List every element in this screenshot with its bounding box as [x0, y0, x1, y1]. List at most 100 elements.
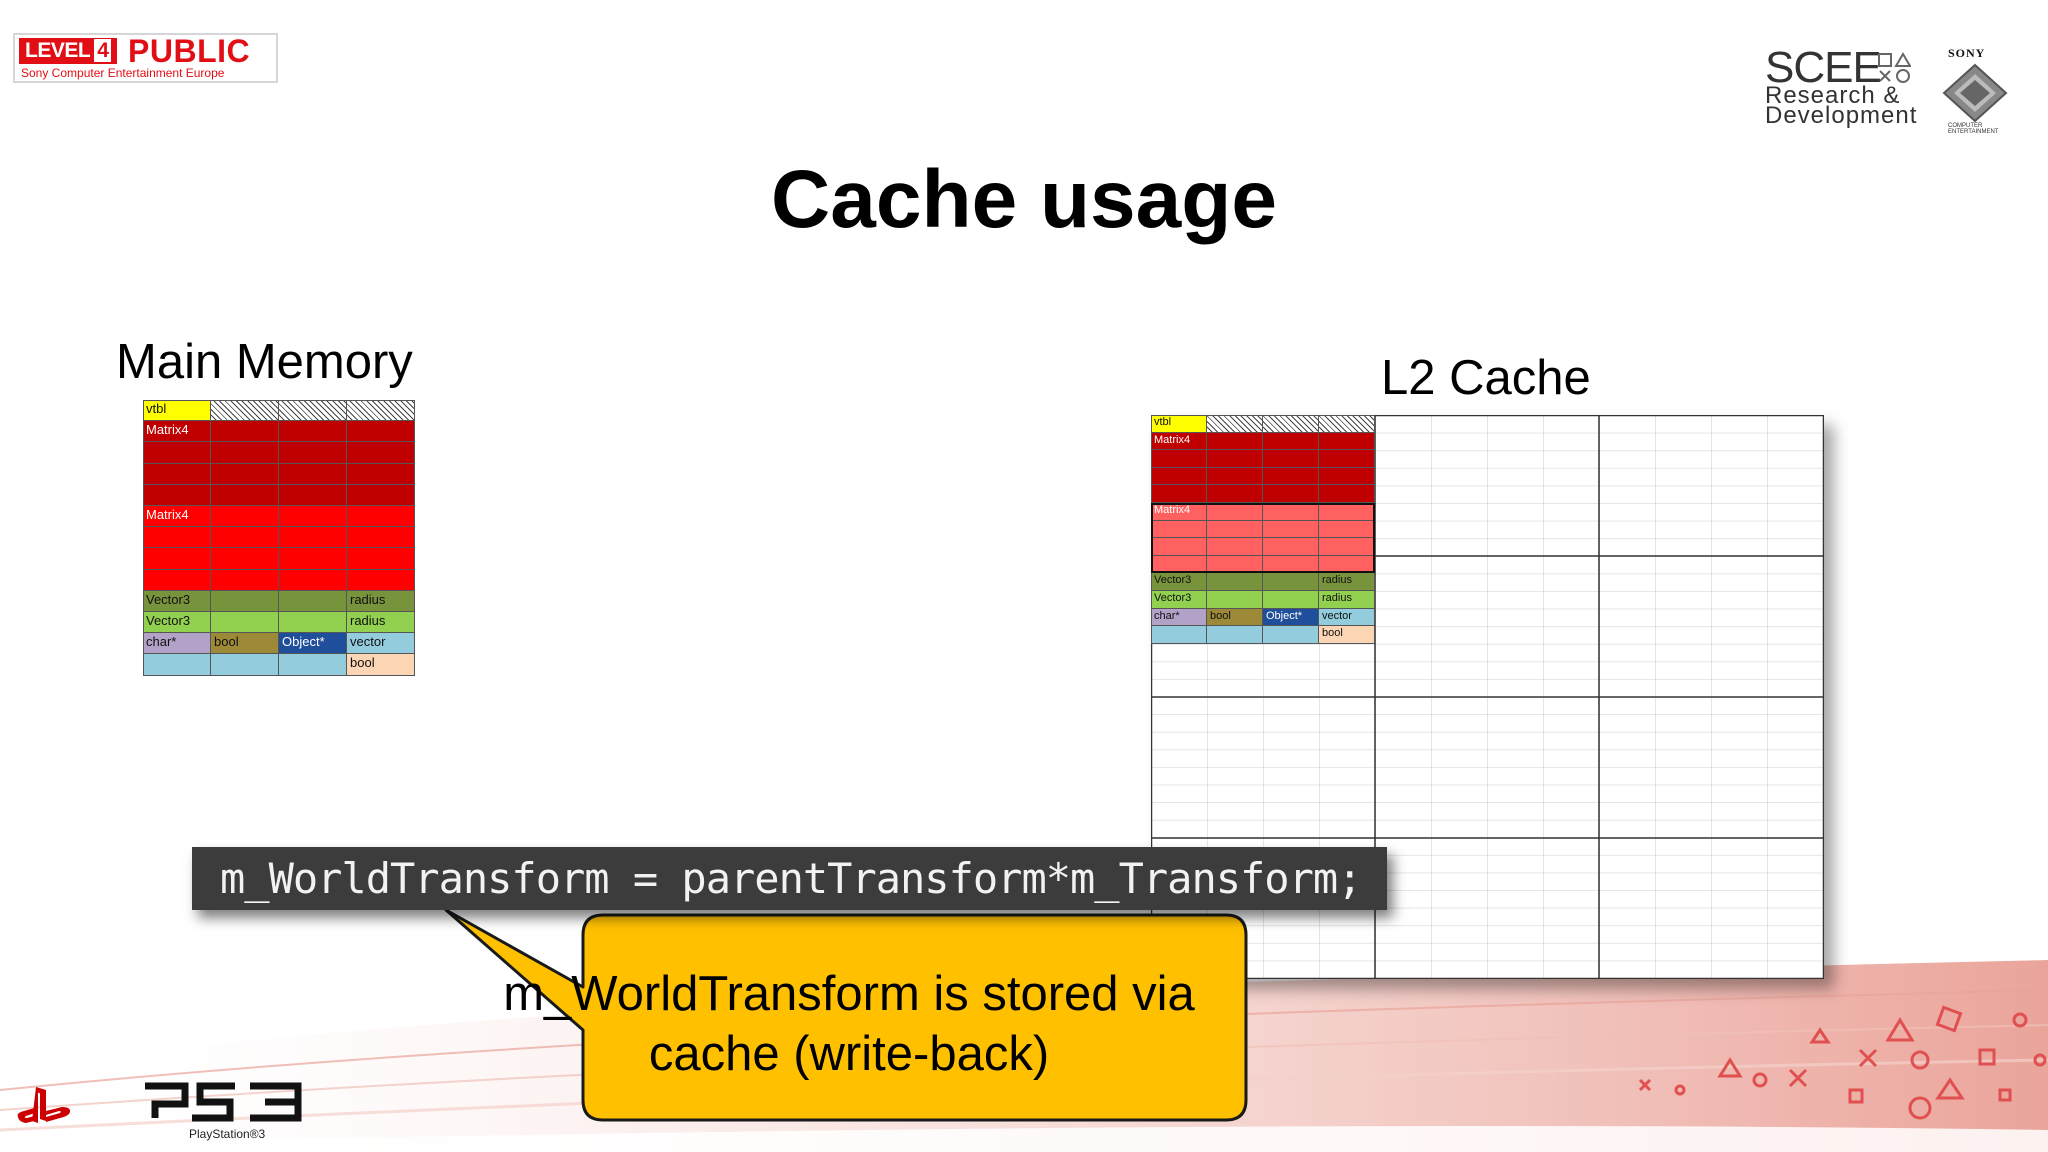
- memory-cell: [347, 548, 415, 570]
- memory-cell: [279, 569, 347, 591]
- sony-subtitle-line-2: ENTERTAINMENT: [1948, 129, 1999, 135]
- cache-cell: [1263, 626, 1319, 644]
- cache-cell: [1207, 485, 1263, 503]
- memory-cell: Vector3: [143, 590, 211, 612]
- cache-cell: [1151, 520, 1207, 539]
- sony-diamond-icon: [1942, 63, 2008, 123]
- ps3-caption: PlayStation®3: [189, 1127, 266, 1141]
- memory-cell: [279, 590, 347, 612]
- cache-cell: [1207, 432, 1263, 451]
- memory-cell: [279, 484, 347, 506]
- cache-cell: Matrix4: [1151, 432, 1207, 451]
- playstation-symbols-icon: [1878, 52, 1911, 83]
- cache-cell: [1207, 450, 1263, 468]
- memory-cell: Matrix4: [143, 421, 211, 443]
- memory-cell: [211, 506, 279, 528]
- cache-cell: radius: [1319, 591, 1375, 609]
- memory-cell: [279, 612, 347, 634]
- cache-cell: [1151, 538, 1207, 556]
- ps3-logo-icon: [145, 1082, 302, 1122]
- memory-cell: [279, 506, 347, 528]
- playstation-symbols-cluster-icon: [1638, 1005, 2047, 1120]
- memory-cell: bool: [211, 633, 279, 655]
- cache-cell: char*: [1151, 608, 1207, 627]
- memory-cell: [279, 400, 347, 422]
- memory-cell: vector: [347, 633, 415, 655]
- playstation-logo-icon: [17, 1087, 71, 1123]
- scee-subtitle: Research & Development: [1765, 82, 1918, 129]
- cache-cell: [1319, 467, 1375, 486]
- slide-title: Cache usage: [771, 154, 1277, 245]
- cache-cell: [1263, 415, 1319, 433]
- memory-cell: radius: [347, 612, 415, 634]
- cache-cell: Vector3: [1151, 573, 1207, 591]
- memory-cell: [347, 421, 415, 443]
- callout-line-2: cache (write-back): [648, 1027, 1050, 1081]
- memory-cell: [347, 442, 415, 464]
- cache-cell: [1263, 503, 1319, 521]
- memory-cell: [143, 484, 211, 506]
- sony-subtitle-line-1: COMPUTER: [1948, 123, 1983, 129]
- memory-cell: [279, 421, 347, 443]
- scee-subtitle-line-1: Research &: [1765, 82, 1901, 109]
- badge-subtitle: Sony Computer Entertainment Europe: [21, 66, 225, 80]
- memory-cell: [347, 506, 415, 528]
- scee-logo: SCEE Research & Development: [1765, 46, 1925, 136]
- scee-subtitle-line-2: Development: [1765, 102, 1918, 129]
- memory-cell: [211, 463, 279, 485]
- memory-cell: [211, 421, 279, 443]
- memory-cell: [347, 400, 415, 422]
- memory-cell: [143, 569, 211, 591]
- cache-cell: [1207, 415, 1263, 433]
- memory-cell: [211, 400, 279, 422]
- memory-cell: [211, 548, 279, 570]
- cache-cell: [1263, 485, 1319, 503]
- scee-wordmark: SCEE: [1765, 43, 1882, 92]
- memory-cell: [143, 527, 211, 549]
- cache-cell: [1207, 626, 1263, 644]
- badge-public: PUBLIC: [128, 33, 251, 69]
- cache-cell: [1263, 467, 1319, 486]
- cache-cell: [1207, 538, 1263, 556]
- memory-cell: [143, 654, 211, 676]
- cache-cell: Object*: [1263, 608, 1319, 627]
- cache-cell: Matrix4: [1151, 503, 1207, 521]
- cache-cell: [1263, 573, 1319, 591]
- memory-cell: [211, 612, 279, 634]
- memory-cell: [211, 484, 279, 506]
- cache-cell: vtbl: [1151, 415, 1207, 433]
- memory-cell: [347, 527, 415, 549]
- memory-cell: radius: [347, 590, 415, 612]
- cache-cell: [1207, 573, 1263, 591]
- cache-cell: radius: [1319, 573, 1375, 591]
- memory-cell: Vector3: [143, 612, 211, 634]
- cache-cell: [1207, 520, 1263, 539]
- cache-cell: [1263, 538, 1319, 556]
- cache-cell: [1263, 591, 1319, 609]
- cache-cell: [1151, 626, 1207, 644]
- main-memory-label: Main Memory: [116, 335, 413, 389]
- cache-cell: [1319, 415, 1375, 433]
- cache-cell: [1319, 485, 1375, 503]
- cache-cell: [1263, 450, 1319, 468]
- cache-cell: bool: [1207, 608, 1263, 627]
- memory-cell: char*: [143, 633, 211, 655]
- cache-cell: [1319, 450, 1375, 468]
- memory-cell: vtbl: [143, 400, 211, 422]
- memory-cell: [143, 442, 211, 464]
- memory-cell: Object*: [279, 633, 347, 655]
- memory-cell: bool: [347, 654, 415, 676]
- memory-cell: [211, 527, 279, 549]
- cache-cell: [1263, 432, 1319, 451]
- callout-bubble: [444, 908, 1248, 1122]
- memory-cell: [347, 569, 415, 591]
- cache-cell: [1151, 450, 1207, 468]
- cache-cell: [1207, 467, 1263, 486]
- code-line: m_WorldTransform = parentTransform*m_Tra…: [192, 847, 1387, 910]
- cache-cell: [1263, 520, 1319, 539]
- cache-cell: [1151, 467, 1207, 486]
- cache-cell: vector: [1319, 608, 1375, 627]
- memory-cell: [279, 654, 347, 676]
